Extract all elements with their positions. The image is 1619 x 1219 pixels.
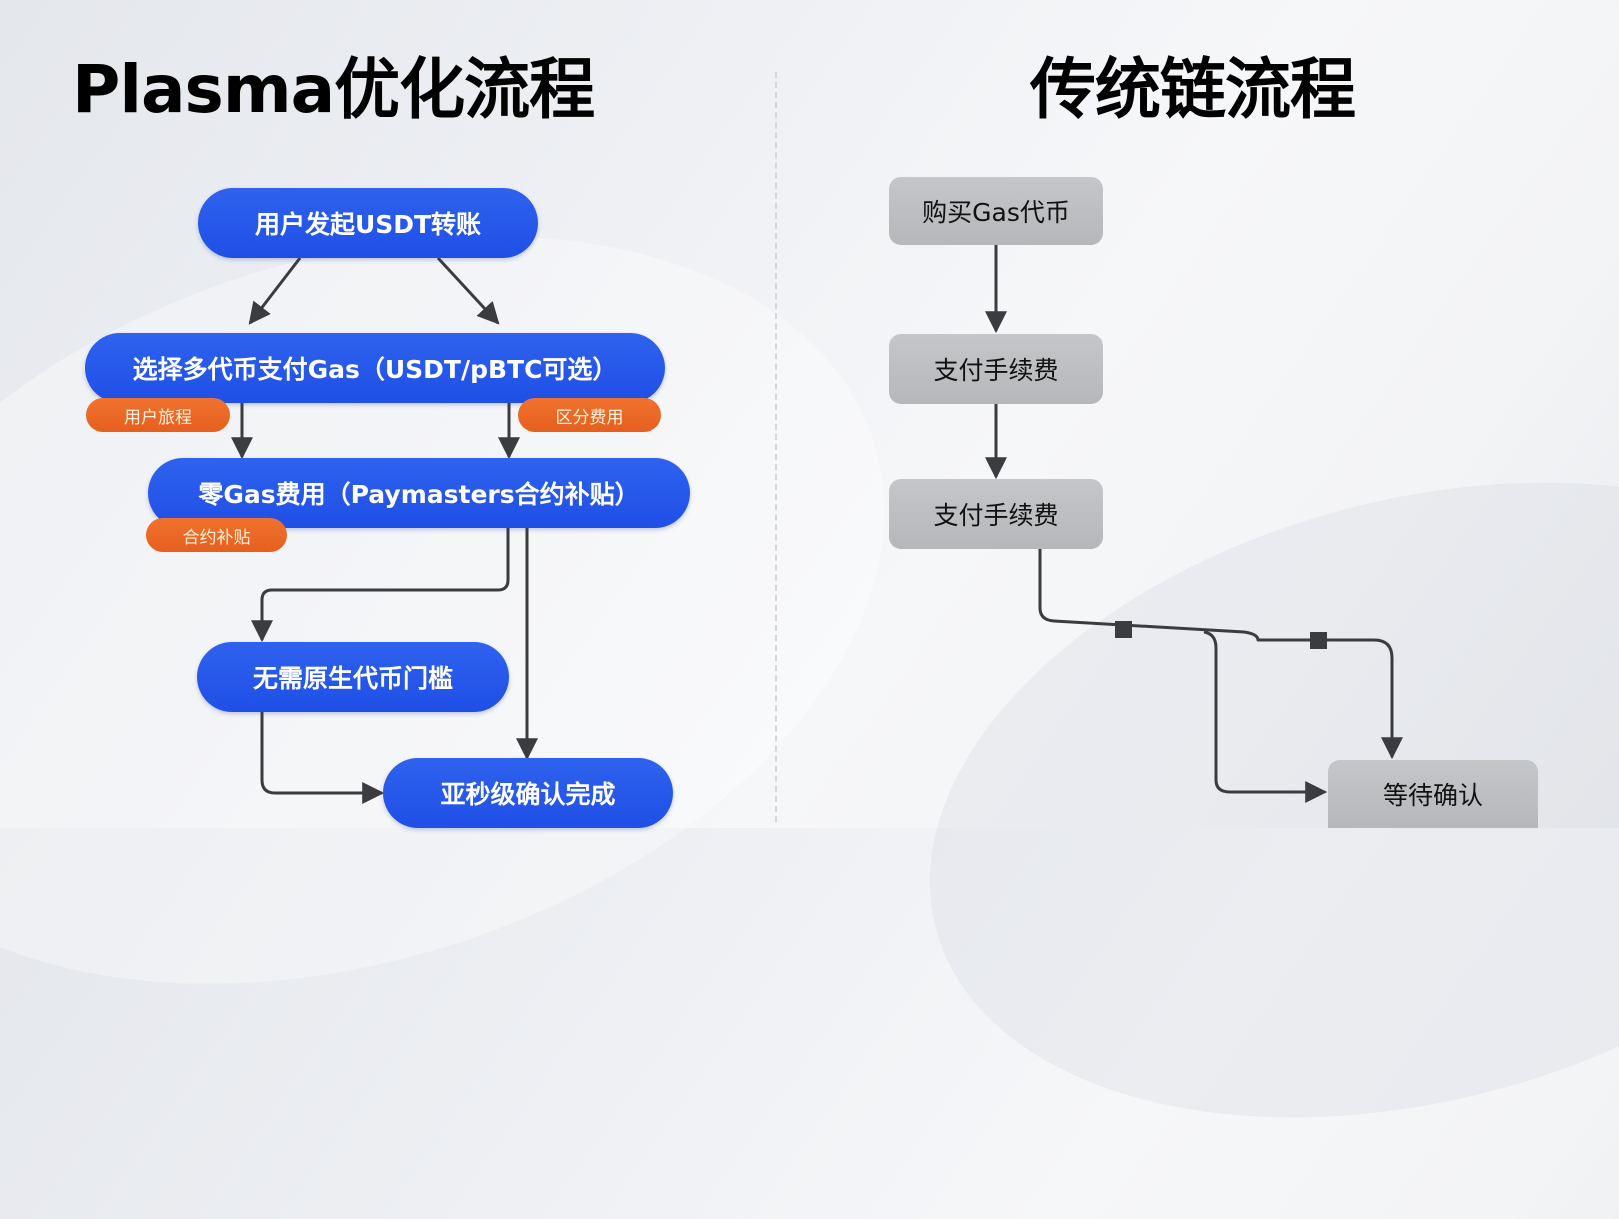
node-pay-fee: 支付手续费 [889, 479, 1103, 549]
edge-threshold-to-confirm [260, 710, 385, 804]
node-wait-confirm: 等待确认 [1328, 760, 1538, 828]
node-no-native-threshold: 无需原生代币门槛 [197, 642, 509, 712]
tag-fee-split: 区分费用 [518, 398, 661, 432]
node-buy-gas-token: 购买Gas代币 [889, 177, 1103, 245]
tag-user-journey: 用户旅程 [86, 398, 230, 432]
node-zero-gas: 零Gas费用（Paymasters合约补贴） [148, 458, 690, 528]
edge-zero-to-threshold [251, 528, 510, 643]
node-select-gas-token: 选择多代币支付Gas（USDT/pBTC可选） [85, 333, 665, 403]
node-start-transfer: 用户发起USDT转账 [198, 188, 538, 258]
edge-start-to-select-right [436, 256, 500, 325]
edge-start-to-select-left [248, 257, 302, 325]
node-subsecond-confirm: 亚秒级确认完成 [383, 758, 673, 828]
tag-contract-subsidy: 合约补贴 [146, 518, 287, 552]
plasma-flow-title: Plasma优化流程 [72, 51, 595, 128]
waypoint-marker [1115, 621, 1132, 638]
section-divider [775, 72, 777, 822]
waypoint-marker [1310, 632, 1327, 649]
traditional-flow-title: 传统链流程 [1030, 51, 1356, 128]
node-pay-fee: 支付手续费 [889, 334, 1103, 404]
edge-pay2-to-wait-lower [1203, 630, 1328, 803]
flow-edges [231, 245, 1403, 804]
edge-pay2-to-wait-upper [1038, 548, 1403, 760]
